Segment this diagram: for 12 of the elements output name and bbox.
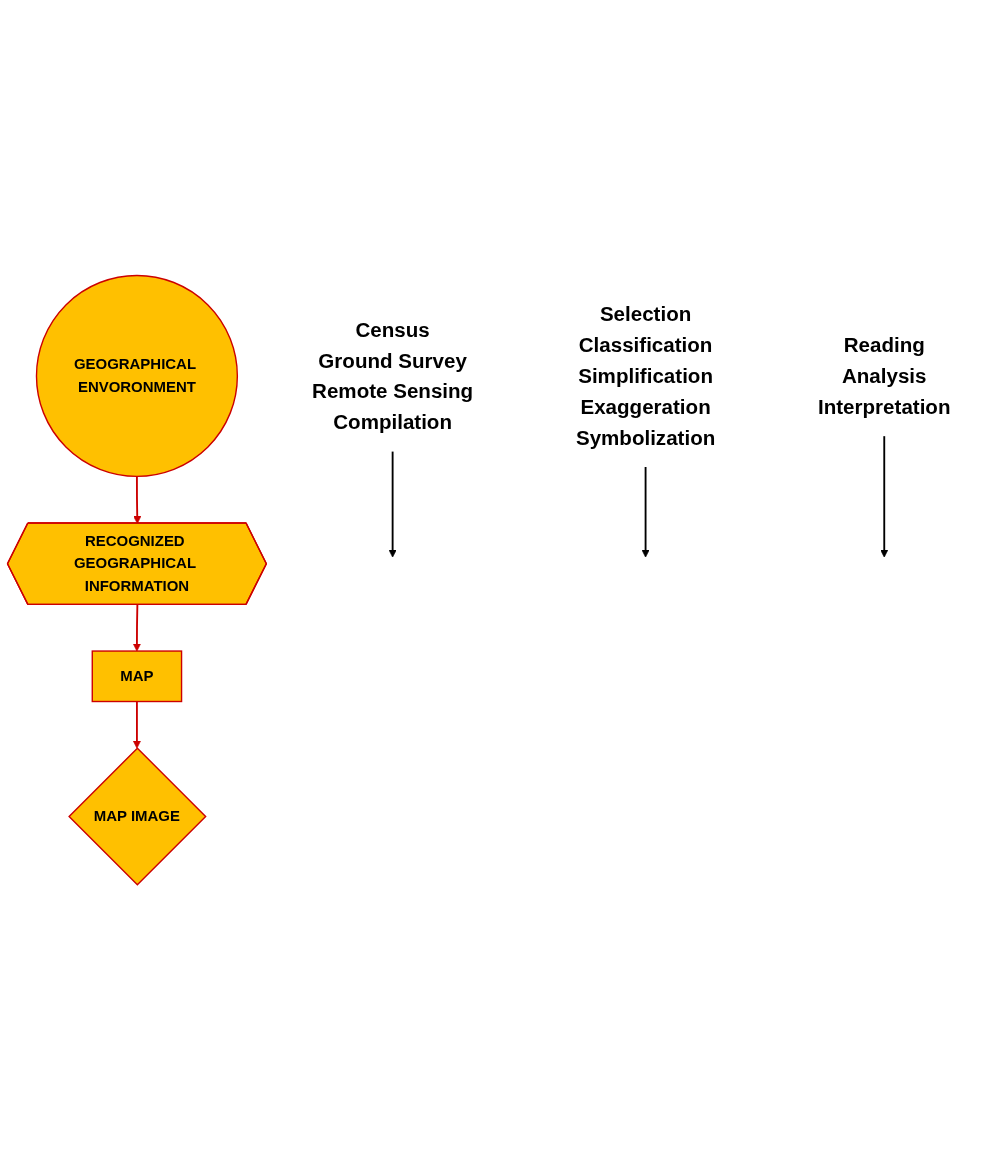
arrow [880,435,889,558]
arrow [132,700,142,749]
arrow [133,475,142,524]
node-circle: GEOGRAPHICAL ENVORONMENT [35,274,239,477]
node-text: Selection Classification Simplification Exaggeration Symbolization [575,302,716,450]
node-text: Reading Analysis Interpretation [818,333,951,419]
node-box: MAP [91,650,183,703]
node-diamond: MAP IMAGE [68,747,207,886]
node-text: Census Ground Survey Remote Sensing Compilation [312,317,474,434]
arrow [641,465,650,558]
arrow [132,603,142,652]
arrow [388,450,397,558]
